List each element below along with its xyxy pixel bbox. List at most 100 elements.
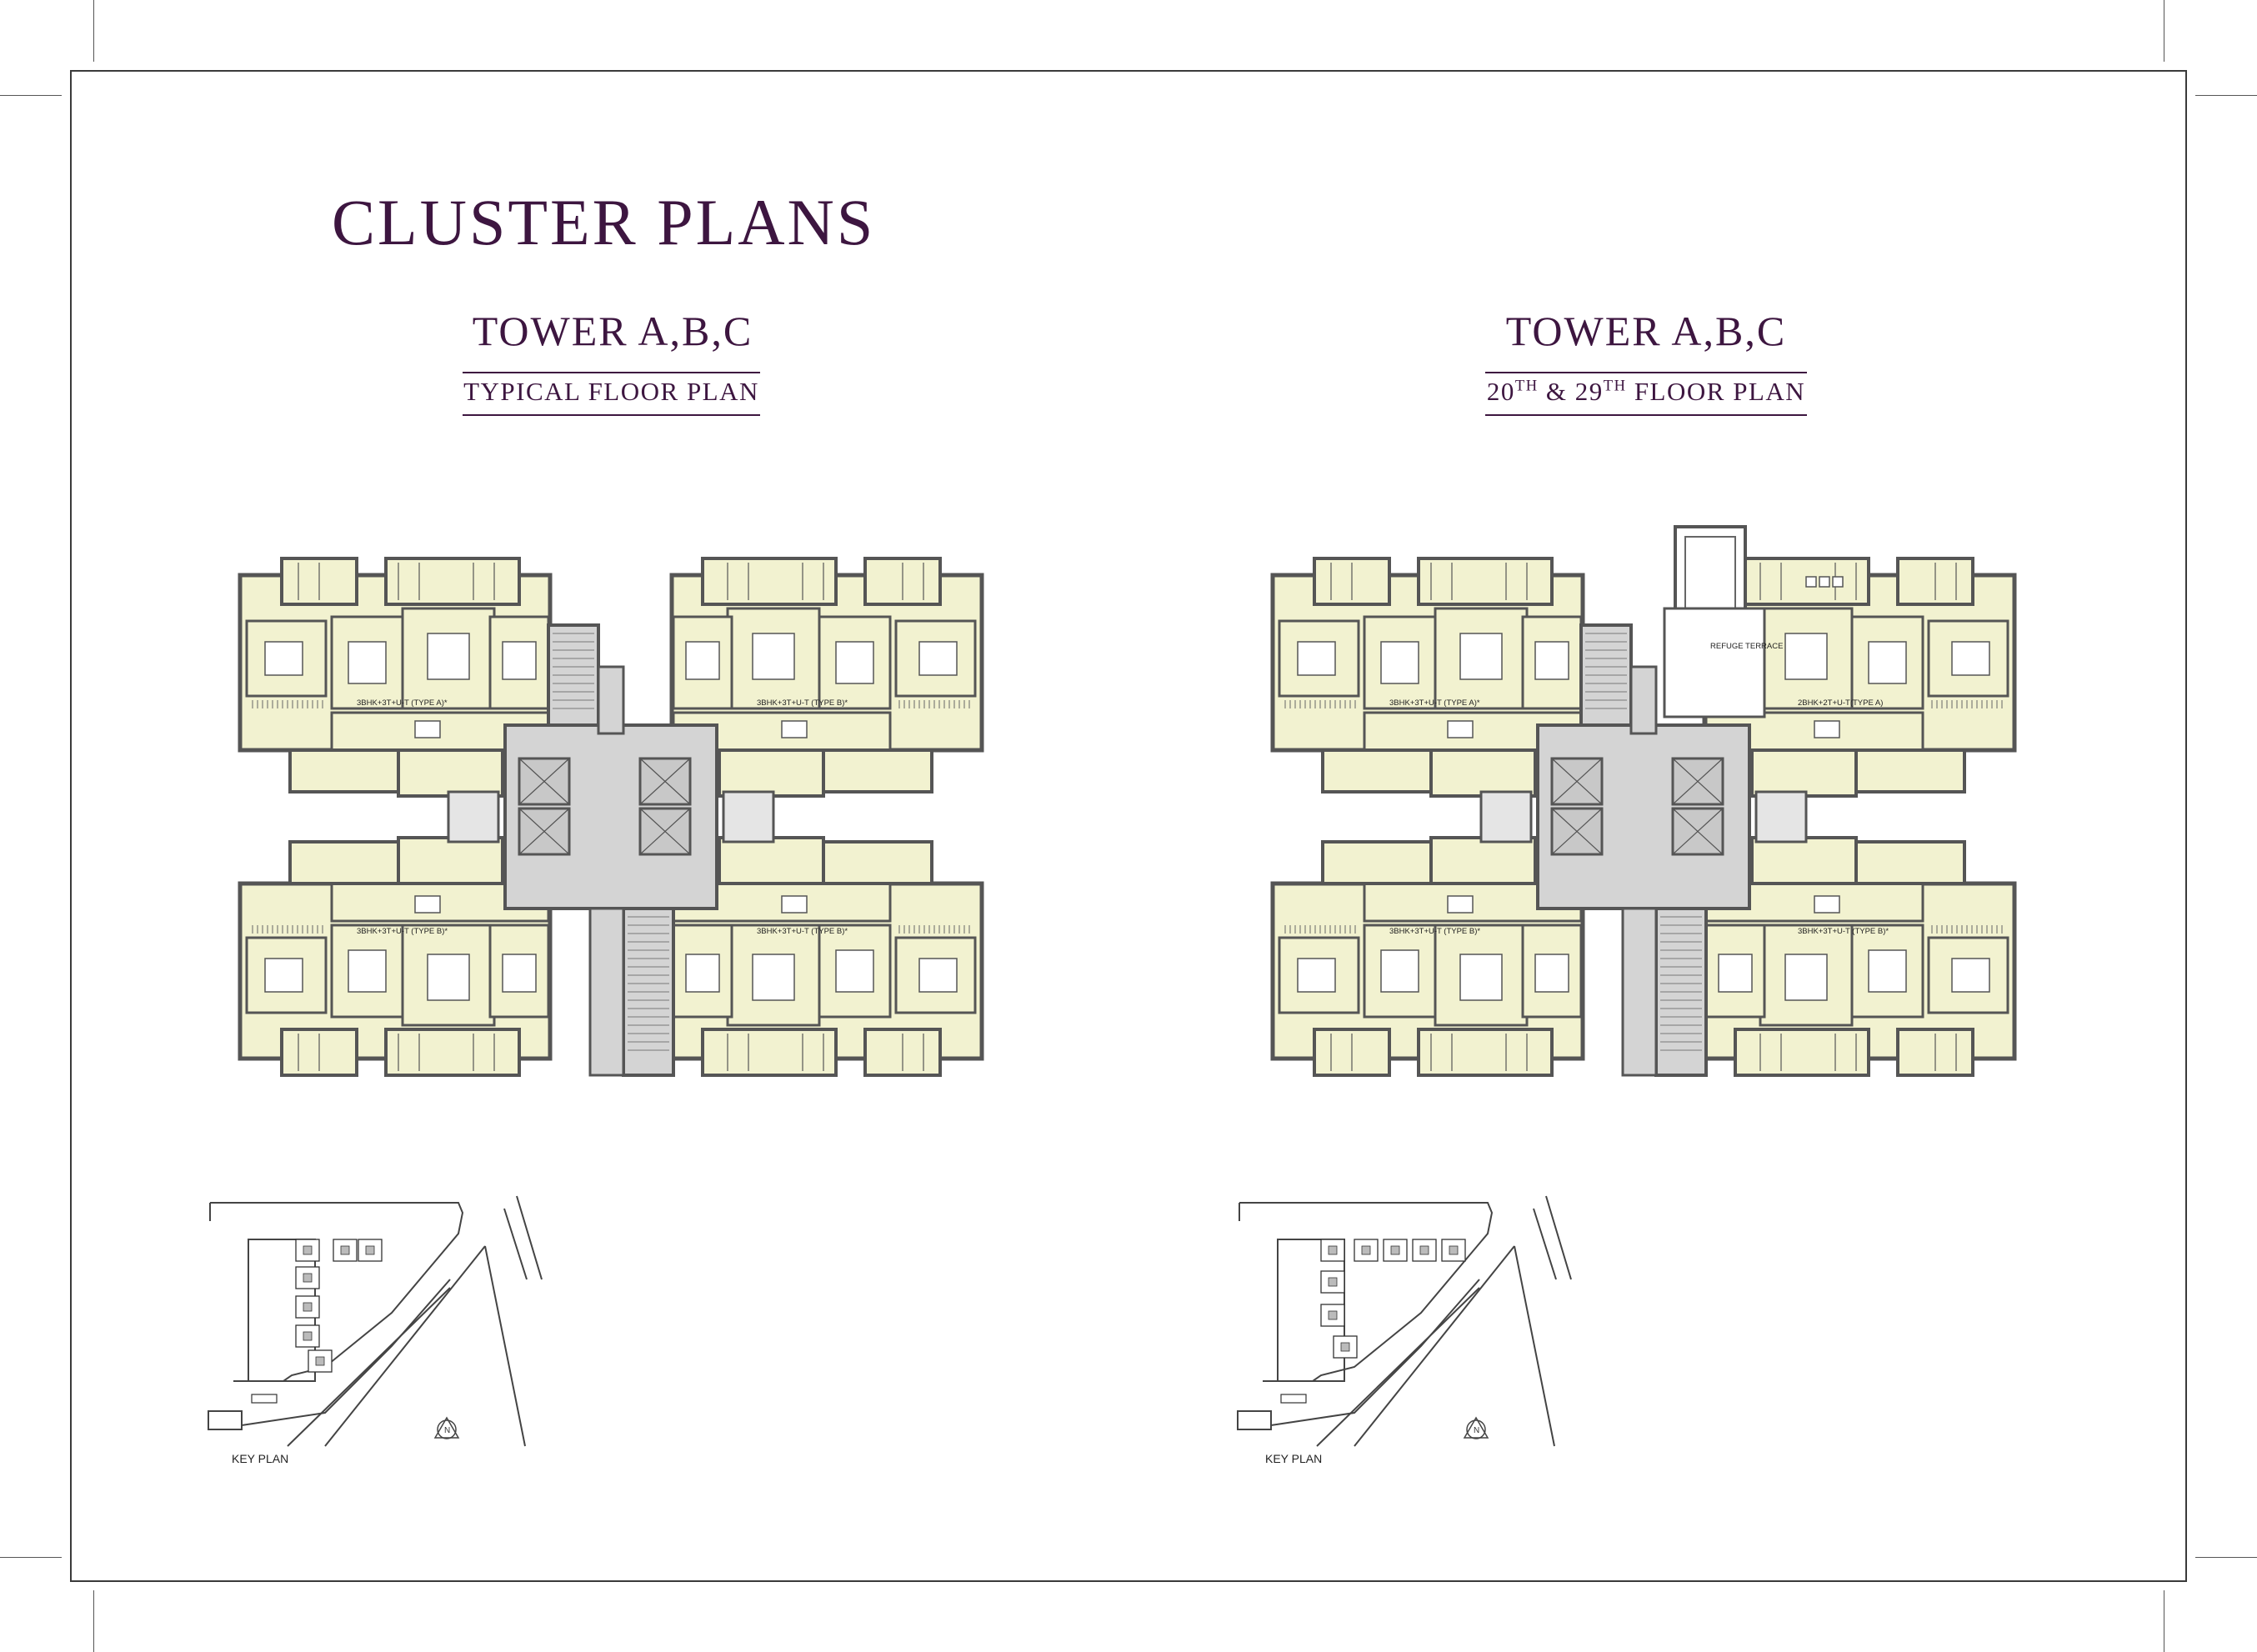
plan-body <box>1270 557 2017 1077</box>
road-line <box>484 1245 526 1447</box>
lift-cross <box>639 758 691 805</box>
service-shaft <box>1754 790 1808 844</box>
lift-cross <box>1672 758 1724 805</box>
furniture <box>1534 641 1569 680</box>
kitchen <box>397 748 504 798</box>
service-shaft <box>447 790 500 844</box>
toilet-block <box>1734 557 1870 606</box>
balcony <box>1854 748 1966 793</box>
toilet-block <box>1417 557 1554 606</box>
toilet-block <box>384 1028 521 1077</box>
tower-core <box>1449 1245 1459 1255</box>
gate-block <box>208 1410 243 1430</box>
key-plan-right: N <box>1237 1195 1572 1447</box>
furniture <box>685 641 720 680</box>
kitchen <box>1750 836 1858 885</box>
tower-core <box>1390 1245 1400 1255</box>
tower-core <box>303 1245 313 1255</box>
furniture <box>835 641 874 684</box>
furniture <box>918 641 958 676</box>
furniture <box>427 633 470 680</box>
furniture <box>427 954 470 1001</box>
road-line <box>1354 1245 1515 1447</box>
furniture <box>835 949 874 993</box>
road-line <box>1533 1208 1557 1280</box>
floor-ampersand: & <box>1538 377 1575 406</box>
crop-mark <box>93 0 94 62</box>
balcony <box>822 840 933 885</box>
plan-body <box>238 557 984 1077</box>
refuge-floor-plan: REFUGE TERRACE 3BHK+3T+U-T (TYPE A)* 2BH… <box>1270 525 2017 1077</box>
toilet-block <box>1417 1028 1554 1077</box>
balcony <box>822 748 933 793</box>
furniture <box>1784 954 1828 1001</box>
tower-core <box>365 1245 375 1255</box>
unit-label-top-left: 3BHK+3T+U-T (TYPE A)* <box>357 698 448 708</box>
floor-plan-suffix: FLOOR PLAN <box>1626 377 1806 406</box>
tower-core <box>1419 1245 1429 1255</box>
key-plan-body <box>208 1195 543 1447</box>
crop-mark <box>93 1590 94 1652</box>
floor-number-29: 29 <box>1574 377 1604 406</box>
furniture <box>1380 949 1419 993</box>
furniture <box>348 641 387 684</box>
road-line <box>516 1195 543 1280</box>
corridor <box>597 665 625 735</box>
lift-cross <box>1551 808 1603 855</box>
tower-core <box>1340 1342 1350 1352</box>
tower-core <box>303 1273 313 1283</box>
tower-core <box>303 1302 313 1312</box>
corridor <box>1629 665 1658 735</box>
tower-core <box>1328 1277 1338 1287</box>
tower-core <box>1328 1245 1338 1255</box>
furniture <box>1297 958 1336 993</box>
kitchen <box>718 748 825 798</box>
kitchen <box>1429 748 1537 798</box>
left-rule-top <box>463 372 760 373</box>
unit-label-top-right: 2BHK+2T+U-T(TYPE A) <box>1798 698 1883 708</box>
unit-label-bottom-left: 3BHK+3T+U-T (TYPE B)* <box>357 927 448 936</box>
apartment-wing <box>1270 836 1585 1077</box>
page-frame <box>70 70 2187 1582</box>
club-block <box>251 1394 278 1404</box>
site-boundary <box>241 1279 451 1426</box>
right-floor-title: 20TH & 29TH FLOOR PLAN <box>1485 378 1807 404</box>
furniture <box>1459 954 1503 1001</box>
corridor <box>588 907 625 1077</box>
furniture <box>264 958 303 993</box>
road-line <box>324 1245 486 1447</box>
right-rule-top <box>1485 372 1807 373</box>
furniture <box>1380 641 1419 684</box>
floor-suffix-th: TH <box>1514 377 1539 395</box>
toilet-block <box>701 1028 838 1077</box>
furniture <box>1868 641 1907 684</box>
service-shaft <box>1479 790 1533 844</box>
road-line <box>1316 1287 1480 1447</box>
floor-suffix-th: TH <box>1603 377 1627 395</box>
furniture <box>414 895 441 914</box>
unit-label-top-left: 3BHK+3T+U-T (TYPE A)* <box>1389 698 1480 708</box>
north-arrow-icon <box>1463 1416 1489 1439</box>
furniture <box>781 720 808 738</box>
furniture <box>1951 641 1990 676</box>
furniture <box>752 954 795 1001</box>
unit-label-bottom-right: 3BHK+3T+U-T (TYPE B)* <box>1798 927 1889 936</box>
toilet-block <box>1734 1028 1870 1077</box>
lift-cross <box>1551 758 1603 805</box>
crop-mark <box>0 95 62 96</box>
gate-block <box>1237 1410 1272 1430</box>
furniture <box>1784 633 1828 680</box>
furniture <box>1297 641 1336 676</box>
bedroom <box>672 615 733 710</box>
tower-core <box>340 1245 350 1255</box>
furniture <box>918 958 958 993</box>
road-line <box>1545 1195 1572 1280</box>
page-title: CLUSTER PLANS <box>332 186 876 258</box>
toilet-block <box>384 557 521 606</box>
furniture <box>1534 954 1569 993</box>
road-line <box>287 1287 451 1447</box>
club-block <box>1280 1394 1307 1404</box>
furniture <box>1814 895 1840 914</box>
tower-core <box>315 1356 325 1366</box>
balcony <box>1321 840 1433 885</box>
